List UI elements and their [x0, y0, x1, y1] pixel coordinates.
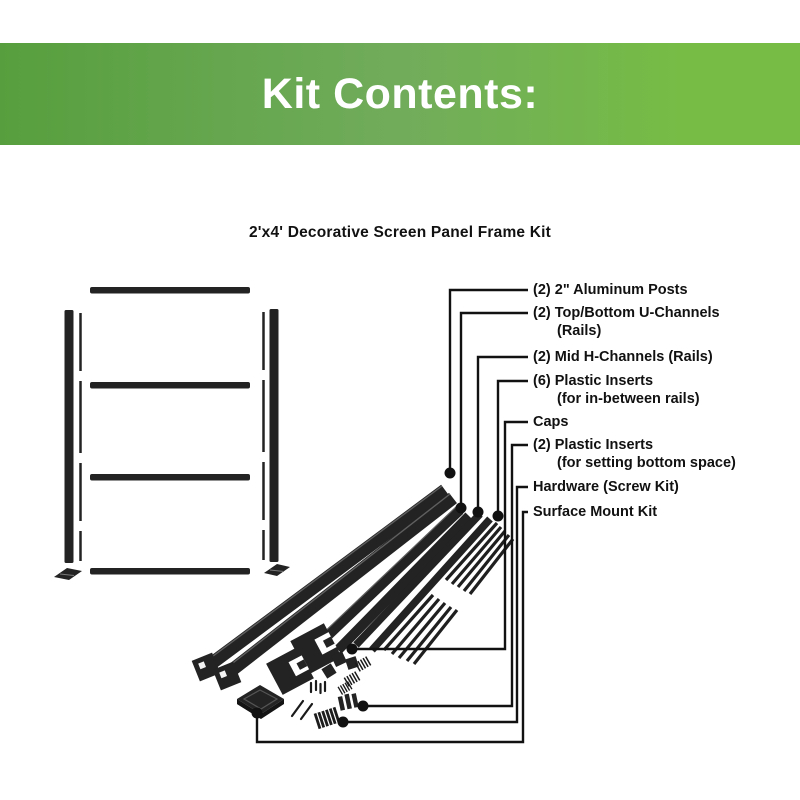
kit-contents-banner: Kit Contents: [0, 43, 800, 145]
machine-screws [309, 679, 327, 695]
kit-parts-stack [191, 484, 515, 730]
label-text: (6) Plastic Inserts [533, 373, 654, 389]
label-text: (2) Plastic Inserts [533, 437, 654, 453]
callout-dot-bottom-inserts [357, 700, 369, 712]
screw-bundle-2 [343, 671, 361, 687]
post-end-face-1 [191, 652, 221, 682]
u-channel-bar-1-highlight [316, 505, 458, 640]
callout-label-hardware: Hardware (Screw Kit) [533, 478, 679, 496]
callout-dot-caps [346, 643, 358, 655]
callout-dot-inserts [492, 510, 504, 522]
label-text: (2) Mid H-Channels (Rails) [533, 349, 713, 365]
callout-dot-hardware [337, 716, 349, 728]
callout-label-h-channels: (2) Mid H-Channels (Rails) [533, 348, 713, 366]
u-channel-bar-2 [334, 512, 473, 654]
label-text-line2: (Rails) [557, 323, 602, 339]
callout-dot-aluminum-posts [444, 467, 456, 479]
post-cap-2 [266, 647, 314, 695]
callout-label-bottom-inserts: (2) Plastic Inserts (for setting bottom … [533, 436, 736, 472]
screw-bundle-3 [337, 681, 353, 695]
callout-label-u-channels: (2) Top/Bottom U-Channels (Rails) [533, 304, 720, 340]
callout-label-inserts: (6) Plastic Inserts (for in-between rail… [533, 372, 700, 408]
callout-line-h-channels [476, 355, 528, 512]
callout-line-u-channels [459, 311, 528, 508]
label-text: (2) 2" Aluminum Posts [533, 282, 688, 298]
small-cap-3 [321, 663, 337, 679]
label-text-line2: (for in-between rails) [557, 391, 700, 407]
post-bar-2-highlight [219, 493, 451, 674]
callout-line-caps [352, 420, 528, 651]
frame-bottom-rail [90, 568, 250, 575]
post-bar-1 [200, 484, 449, 675]
callout-line-surface-mount [255, 510, 528, 744]
frame-left-foot [54, 568, 82, 580]
post-bar-2 [219, 492, 457, 683]
label-text: Hardware (Screw Kit) [533, 479, 679, 495]
frame-top-rail [90, 287, 250, 294]
callout-line-inserts [496, 379, 528, 516]
screw-bundle-1 [354, 656, 372, 672]
post-bar-1-highlight [200, 485, 443, 666]
callout-label-surface-mount: Surface Mount Kit [533, 503, 657, 521]
callout-label-caps: Caps [533, 413, 568, 431]
callout-dot-h-channels [472, 506, 484, 518]
h-channel-bar-2 [369, 516, 493, 653]
callout-dot-u-channels [455, 502, 467, 514]
frame-mid-rail-2 [90, 474, 250, 481]
small-cap-1 [331, 651, 347, 667]
assembled-frame-diagram [54, 287, 290, 580]
frame-right-foot-highlight [269, 569, 285, 572]
label-text: Surface Mount Kit [533, 504, 658, 520]
h-channel-bar-1 [353, 511, 483, 648]
label-text: Caps [533, 414, 569, 430]
small-cap-2 [345, 656, 359, 670]
product-subtitle: 2'x4' Decorative Screen Panel Frame Kit [248, 224, 552, 241]
u-channel-bar-1 [316, 506, 464, 647]
callout-leaders [251, 288, 528, 744]
banner-title: Kit Contents: [261, 69, 539, 118]
frame-left-foot-highlight [59, 573, 75, 576]
callout-line-bottom-inserts [363, 443, 528, 708]
post-end-face-2 [212, 661, 242, 691]
screw-kit-strip [313, 706, 341, 730]
bottom-insert-comb [337, 693, 359, 711]
insert-strips [382, 521, 515, 665]
callout-line-aluminum-posts [448, 288, 528, 473]
frame-right-foot [264, 564, 290, 576]
frame-left-post [64, 310, 74, 563]
callout-dot-surface-mount [251, 707, 263, 719]
label-text: (2) Top/Bottom U-Channels [533, 305, 720, 321]
frame-right-post [269, 309, 279, 562]
frame-mid-rail-1 [90, 382, 250, 389]
callout-line-hardware [343, 485, 528, 724]
label-text-line2: (for setting bottom space) [557, 455, 736, 471]
callout-label-aluminum-posts: (2) 2" Aluminum Posts [533, 281, 688, 299]
long-screws [290, 699, 314, 721]
